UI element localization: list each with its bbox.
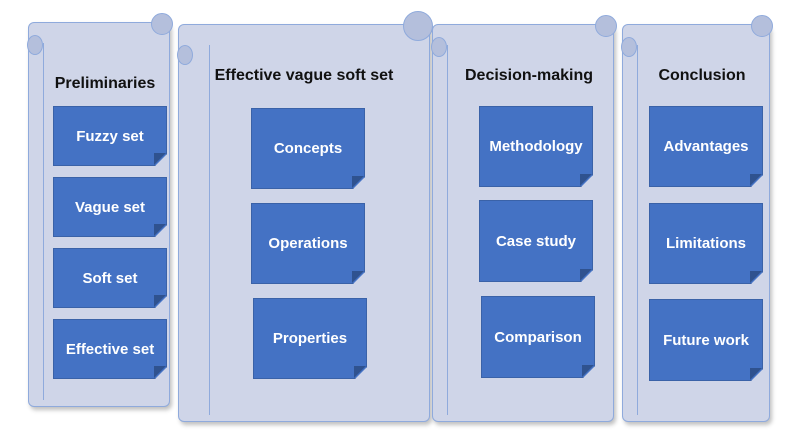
scroll-spine [447, 45, 448, 415]
section-title: Preliminaries [54, 75, 156, 92]
scroll-curl-icon [595, 15, 617, 37]
scroll-curl-icon [27, 35, 43, 55]
scroll-effective-vague-soft-set: Effective vague soft set Concepts Operat… [177, 11, 433, 422]
scroll-preliminaries: Preliminaries Fuzzy set Vague set Soft s… [27, 13, 173, 407]
item-box: Case study [479, 200, 593, 282]
section-title: Conclusion [658, 67, 746, 84]
item-box: Comparison [481, 296, 595, 378]
scroll-spine [43, 43, 44, 400]
item-box: Advantages [649, 106, 763, 187]
item-box: Operations [251, 203, 365, 284]
scroll-curl-icon [621, 37, 637, 57]
item-box: Methodology [479, 106, 593, 187]
section-title: Effective vague soft set [214, 67, 394, 84]
scroll-curl-icon [403, 11, 433, 41]
item-box: Vague set [53, 177, 167, 237]
scroll-curl-icon [751, 15, 773, 37]
scroll-spine [209, 45, 210, 415]
scroll-spine [637, 45, 638, 415]
item-box: Properties [253, 298, 367, 379]
item-box: Fuzzy set [53, 106, 167, 166]
item-box: Concepts [251, 108, 365, 189]
item-box: Future work [649, 299, 763, 381]
scroll-curl-icon [151, 13, 173, 35]
item-box: Soft set [53, 248, 167, 308]
scroll-conclusion: Conclusion Advantages Limitations Future… [621, 15, 773, 422]
scroll-curl-icon [431, 37, 447, 57]
scroll-curl-icon [177, 45, 193, 65]
item-box: Limitations [649, 203, 763, 284]
scroll-decision-making: Decision-making Methodology Case study C… [431, 15, 617, 422]
section-title: Decision-making [464, 67, 594, 84]
item-box: Effective set [53, 319, 167, 379]
